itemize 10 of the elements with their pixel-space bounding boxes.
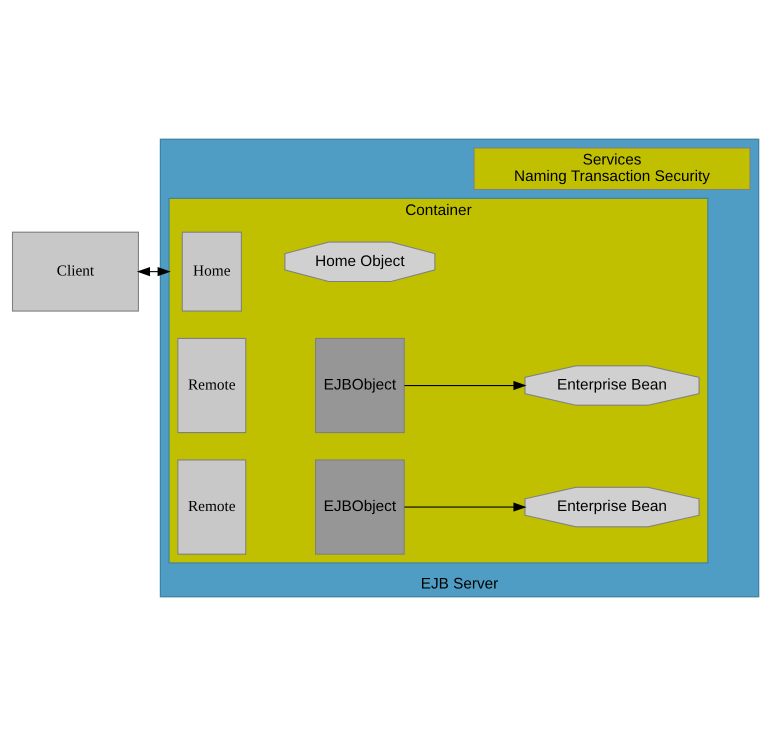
node-box: Services Naming Transaction Security — [473, 147, 751, 190]
node-box: EJBObject — [315, 459, 405, 555]
arrow — [404, 502, 527, 512]
node-box: Client — [12, 232, 139, 312]
node-box: Home — [182, 232, 242, 312]
arrow — [136, 267, 171, 276]
node-box: EJBObject — [315, 338, 405, 434]
node-box: Remote — [177, 459, 246, 555]
node-box: Remote — [177, 338, 246, 434]
arrow — [404, 380, 527, 390]
